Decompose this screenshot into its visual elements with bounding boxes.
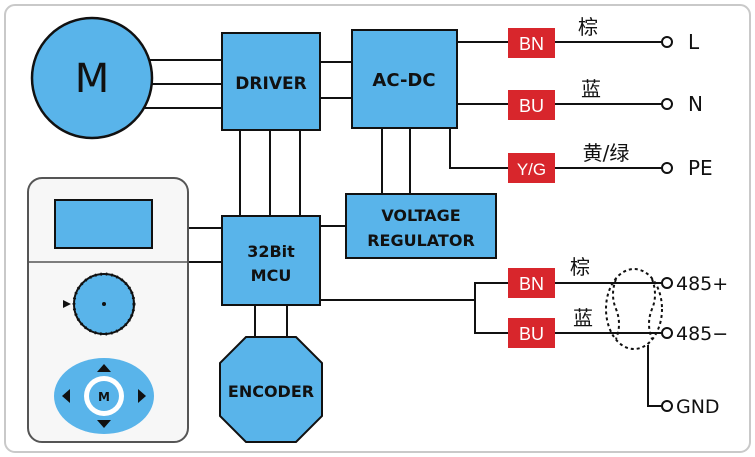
encoder-label: ENCODER: [228, 382, 314, 401]
tag-bn-485: BN: [508, 268, 555, 298]
terminal-n-circle: [661, 98, 673, 110]
wire-mcu-485: [320, 282, 508, 301]
motor-label: M: [75, 56, 110, 102]
svg-text:BN: BN: [519, 274, 544, 294]
wire-mcu-485-branch: [474, 300, 508, 334]
vr-label-line2: REGULATOR: [367, 231, 475, 250]
tag-yg-power: Y/G: [508, 153, 555, 183]
motor: M: [30, 16, 154, 140]
driver-block: DRIVER: [221, 32, 321, 131]
dial-icon: [63, 272, 136, 336]
wire-gnd: [647, 345, 662, 407]
dpad-left-arrow: [62, 389, 70, 403]
dpad-icon: M: [54, 358, 154, 434]
encoder-block: ENCODER: [219, 336, 323, 443]
terminal-gnd-circle: [661, 400, 673, 412]
voltage-regulator-block: VOLTAGE REGULATOR: [345, 193, 497, 259]
tag-bu-power: BU: [508, 90, 555, 120]
terminal-circles: [661, 36, 673, 412]
lcd-screen: [54, 199, 153, 249]
twist-right: [648, 278, 656, 340]
acdc-label: AC-DC: [372, 70, 435, 91]
shield-cable: [605, 268, 663, 350]
terminal-485p-label: 485+: [676, 273, 728, 295]
wire-acdc-yg: [449, 128, 508, 169]
svg-text:BU: BU: [519, 324, 544, 344]
terminal-485n-circle: [661, 327, 673, 339]
twist-left: [612, 278, 620, 340]
acdc-block: AC-DC: [351, 29, 458, 129]
terminal-pe-circle: [661, 162, 673, 174]
mcu-label-line1: 32Bit: [247, 242, 295, 261]
motor-icon: [30, 16, 154, 140]
mcu-label-line2: MCU: [251, 266, 292, 285]
mcu-block: 32Bit MCU: [221, 215, 321, 306]
terminal-n-label: N: [688, 92, 703, 116]
svg-text:Y/G: Y/G: [517, 160, 546, 179]
terminal-l-circle: [661, 36, 673, 48]
wires: [140, 41, 662, 407]
vr-label-line1: VOLTAGE: [381, 206, 460, 225]
svg-text:BU: BU: [519, 96, 544, 116]
svg-text:BN: BN: [519, 34, 544, 54]
terminal-l-label: L: [688, 30, 700, 54]
cn-label-blue-power: 蓝: [581, 77, 601, 101]
shield-outer: [605, 268, 663, 350]
dpad-right-arrow: [138, 389, 146, 403]
terminal-gnd-label: GND: [676, 396, 720, 418]
tag-bn-power: BN: [508, 28, 555, 58]
dpad-center-label: M: [98, 390, 110, 404]
tag-bu-485: BU: [508, 318, 555, 348]
controller-panel: M: [27, 177, 189, 443]
cn-label-brown-power: 棕: [578, 15, 598, 39]
dpad-up-arrow: [97, 364, 111, 372]
terminal-pe-label: PE: [688, 156, 713, 180]
dpad-down-arrow: [97, 420, 111, 428]
outer-frame: [4, 4, 751, 453]
terminal-485n-label: 485−: [676, 323, 728, 345]
terminal-485p-circle: [661, 277, 673, 289]
cn-label-brown-485: 棕: [570, 255, 590, 279]
cn-label-yellowgreen: 黄/绿: [583, 141, 630, 165]
driver-label: DRIVER: [235, 74, 306, 94]
cn-label-blue-485: 蓝: [573, 306, 593, 330]
